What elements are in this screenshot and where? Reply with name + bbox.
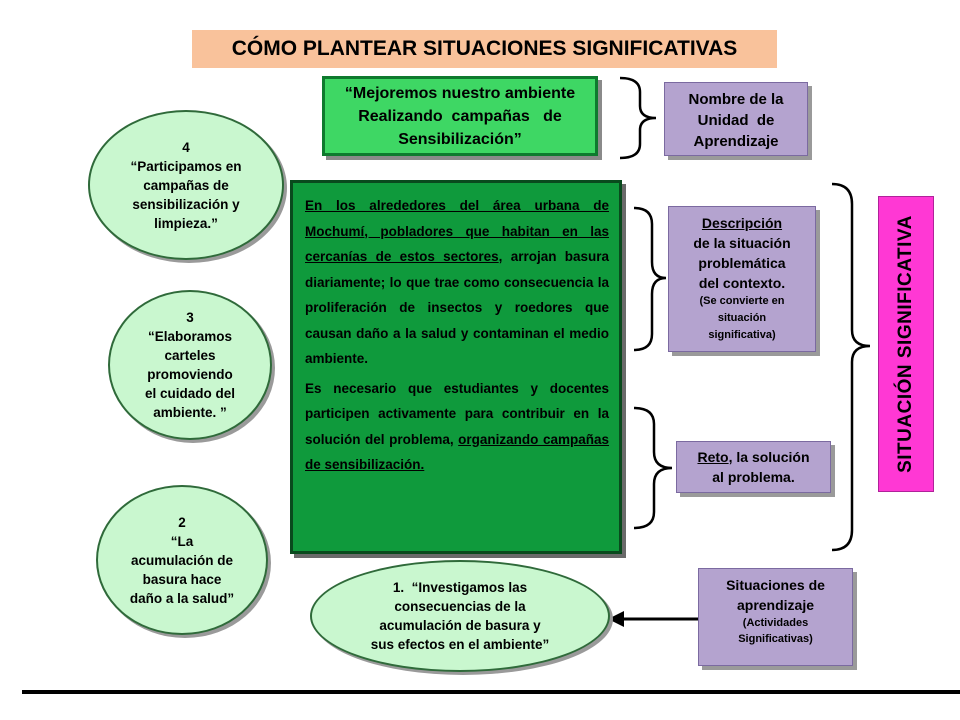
brace-description: [633, 206, 667, 352]
unit-title-box: “Mejoremos nuestro ambiente Realizando c…: [322, 76, 598, 156]
activity-line: sus efectos en el ambiente”: [370, 637, 550, 652]
label-heading: Descripción: [701, 215, 783, 231]
activity-line: “Participamos en: [130, 158, 242, 174]
context-rest: , arrojan basura diariamente; lo que tra…: [305, 249, 617, 366]
context-paragraph: En los alrededores del área urbana de Mo…: [305, 193, 609, 372]
activity-line: “La: [170, 533, 194, 549]
bottom-rule: [22, 690, 960, 694]
label-keyword: Reto: [697, 449, 729, 465]
label-note: significativa): [708, 329, 776, 341]
activity-line: consecuencias de la: [394, 599, 526, 614]
label-line: de la situación: [693, 235, 791, 251]
label-note: situación: [717, 312, 767, 324]
label-note: Significativas): [738, 633, 813, 645]
challenge-underlined: organizando campañas de sensibilización.: [305, 431, 609, 473]
label-challenge: Reto, la solución al problema.: [676, 441, 831, 493]
brace-situacion: [831, 182, 871, 552]
activity-3-ellipse: 3 “Elaboramos carteles promoviendo el cu…: [108, 290, 272, 440]
activity-line: acumulación de: [130, 552, 234, 568]
unit-title-line: Sensibilización”: [398, 130, 522, 148]
label-line: al problema.: [712, 469, 795, 485]
activity-line: promoviendo: [147, 367, 233, 382]
arrowhead: [608, 611, 624, 627]
label-line: Unidad de: [697, 112, 775, 129]
vertical-label: SITUACIÓN SIGNIFICATIVA: [895, 215, 916, 473]
context-underlined: En los alrededores del área urbana de Mo…: [305, 198, 609, 264]
label-line: aprendizaje: [736, 597, 815, 613]
activity-line: ambiente. ”: [153, 405, 227, 420]
label-description: Descripción de la situación problemática…: [668, 206, 816, 352]
label-line: , la solución: [728, 449, 810, 465]
label-note: (Se convierte en: [699, 295, 785, 307]
challenge-paragraph: Es necesario que estudiantes y docentes …: [305, 376, 609, 478]
activity-line: campañas de: [143, 177, 229, 193]
challenge-plain: Es necesario que estudiantes y docentes …: [305, 380, 609, 447]
label-line: Situaciones de: [726, 577, 825, 593]
diagram-title: CÓMO PLANTEAR SITUACIONES SIGNIFICATIVAS: [192, 30, 777, 68]
activity-line: daño a la salud”: [129, 590, 235, 606]
label-line: Aprendizaje: [693, 133, 779, 150]
context-text-box: En los alrededores del área urbana de Mo…: [290, 180, 622, 554]
activity-line: 1. “Investigamos las: [392, 580, 528, 595]
label-line: problemática: [698, 255, 786, 271]
activity-number: 2: [178, 514, 186, 530]
activity-line: sensibilización y: [132, 196, 240, 212]
activity-line: basura hace: [142, 571, 222, 587]
label-line: Nombre de la: [688, 91, 784, 108]
label-line: del contexto.: [698, 275, 786, 291]
situacion-significativa-box: SITUACIÓN SIGNIFICATIVA: [878, 196, 934, 492]
brace-challenge: [633, 406, 673, 530]
activity-4-ellipse: 4 “Participamos en campañas de sensibili…: [88, 110, 284, 260]
activity-2-ellipse: 2 “La acumulación de basura hace daño a …: [96, 485, 268, 635]
unit-title-line: “Mejoremos nuestro ambiente: [344, 84, 576, 102]
activity-line: limpieza.”: [154, 215, 218, 231]
activity-number: 4: [182, 139, 190, 155]
activity-line: “Elaboramos: [147, 329, 233, 344]
activity-line: acumulación de basura y: [379, 618, 541, 633]
unit-title-line: Realizando campañas de: [358, 107, 562, 125]
label-note: (Actividades: [742, 617, 809, 629]
label-unit-name: Nombre de la Unidad de Aprendizaje: [664, 82, 808, 156]
activity-1-ellipse: 1. “Investigamos las consecuencias de la…: [310, 560, 610, 672]
label-learning-situations: Situaciones de aprendizaje (Actividades …: [698, 568, 853, 666]
activity-line: carteles: [164, 348, 216, 363]
activity-line: el cuidado del: [144, 386, 236, 401]
activity-number: 3: [186, 310, 194, 325]
brace-unit: [619, 76, 657, 160]
